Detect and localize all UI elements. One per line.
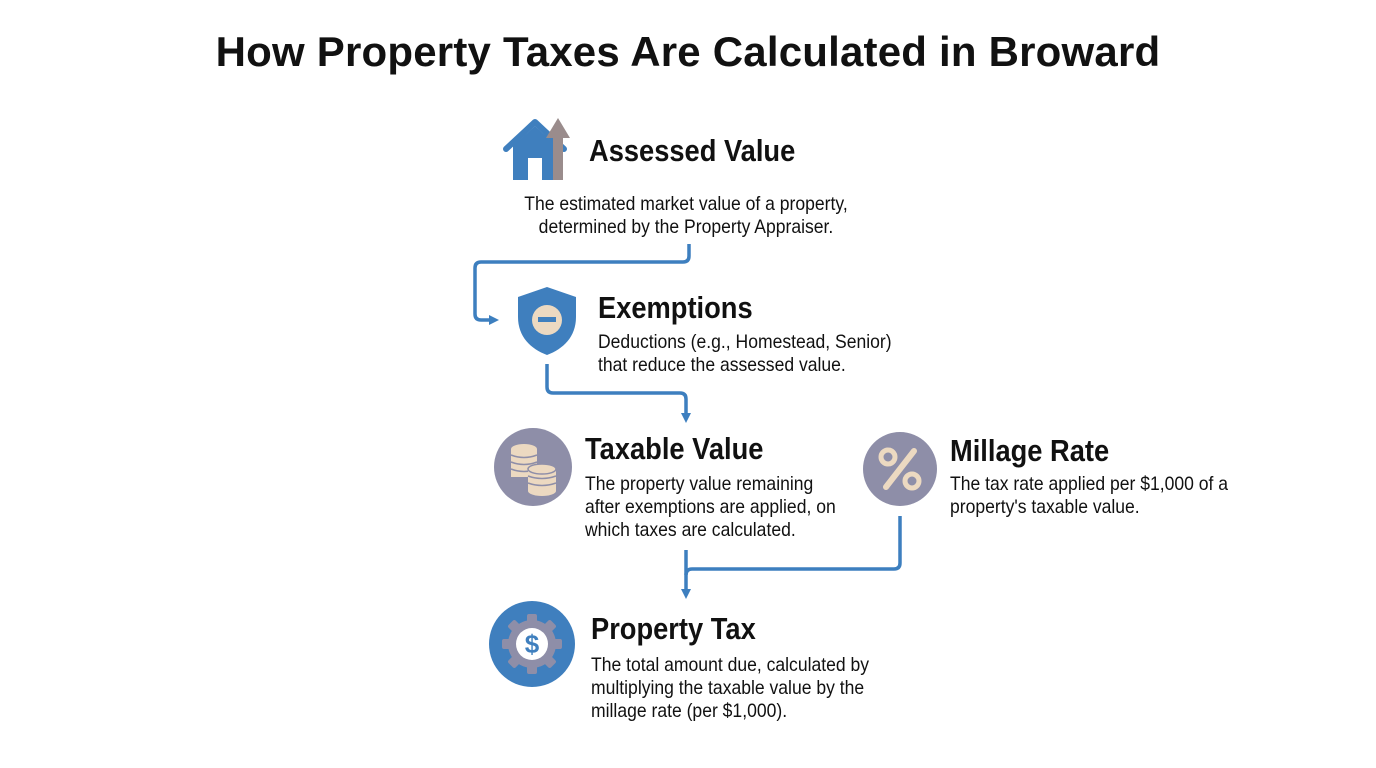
shield-minus-icon [518, 287, 576, 355]
arrow-assessed-to-exemptions [473, 244, 691, 325]
house-up-arrow-icon [503, 118, 570, 180]
assessed-value-heading: Assessed Value [589, 133, 796, 168]
dollar-gear-icon: $ [489, 601, 575, 687]
millage-rate-description: The tax rate applied per $1,000 of a pro… [950, 473, 1229, 518]
arrow-millage-to-propertytax [684, 516, 902, 576]
percent-icon [863, 432, 937, 506]
property-tax-heading: Property Tax [591, 611, 756, 646]
page-title: How Property Taxes Are Calculated in Bro… [215, 28, 1161, 75]
svg-text:$: $ [525, 629, 540, 659]
coins-stack-icon [494, 428, 572, 506]
property-tax-description: The total amount due, calculated by mult… [591, 654, 870, 722]
taxable-value-description: The property value remaining after exemp… [585, 473, 836, 541]
exemptions-heading: Exemptions [598, 290, 753, 325]
millage-rate-heading: Millage Rate [950, 433, 1110, 468]
assessed-value-description: The estimated market value of a property… [524, 193, 848, 238]
exemptions-description: Deductions (e.g., Homestead, Senior) tha… [598, 331, 892, 376]
arrow-exemptions-to-taxable [545, 364, 691, 423]
taxable-value-heading: Taxable Value [585, 431, 764, 466]
